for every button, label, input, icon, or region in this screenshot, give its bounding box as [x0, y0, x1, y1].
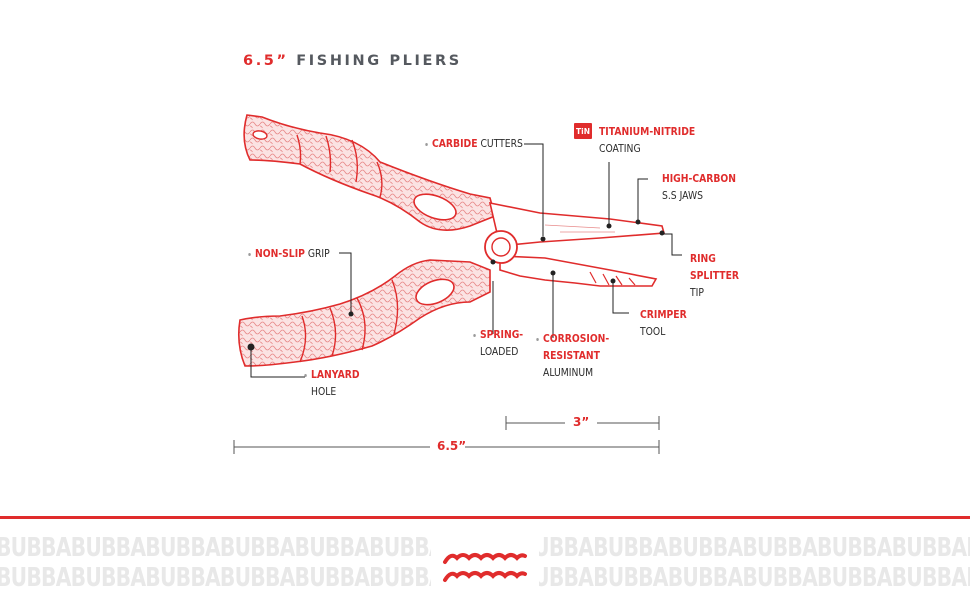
title-text: FISHING PLIERS [296, 53, 462, 69]
dimension-6-5in [233, 440, 660, 454]
lower-handle [238, 259, 491, 367]
lanyard-hole [247, 343, 255, 351]
bullet-icon [304, 373, 307, 377]
tin-badge-icon: TiN [574, 123, 592, 139]
callout-carbide-cutters: CARBIDE CUTTERS [425, 135, 523, 152]
wave-logo-icon [431, 530, 539, 600]
bullet-icon [248, 252, 251, 256]
callout-spring-loaded: SPRING- LOADED [473, 326, 523, 360]
lower-handle-slot [415, 278, 455, 306]
page-title: 6.5” FISHING PLIERS [243, 53, 462, 69]
title-size: 6.5” [243, 53, 289, 69]
callout-titanium-nitride: TITANIUM-NITRIDE COATING [599, 125, 696, 155]
upper-handle [243, 114, 496, 231]
callout-high-carbon: HIGH-CARBON S.S JAWS [662, 172, 737, 202]
bullet-icon [473, 333, 476, 337]
bullet-icon [425, 142, 428, 146]
callout-corrosion-resistant: CORROSION- RESISTANT ALUMINUM [536, 330, 609, 381]
footer-divider [0, 516, 970, 519]
dimension-3in [505, 416, 660, 430]
upper-lanyard-slot [252, 130, 268, 140]
callout-ring-splitter: RING SPLITTER TIP [690, 252, 740, 299]
callout-crimper-tool: CRIMPER TOOL [640, 308, 687, 338]
callout-lanyard-hole: LANYARD HOLE [304, 366, 360, 400]
upper-handle-slot [413, 193, 457, 221]
callout-non-slip-grip: NON-SLIP GRIP [248, 245, 330, 262]
dimension-6-5in-label: 6.5” [437, 439, 467, 453]
dimension-3in-label: 3” [573, 415, 590, 429]
brand-pattern: BUBBABUBBABUBBABUBBABUBBABUBBABUBBABUBBA… [0, 530, 970, 600]
bullet-icon [536, 337, 539, 341]
